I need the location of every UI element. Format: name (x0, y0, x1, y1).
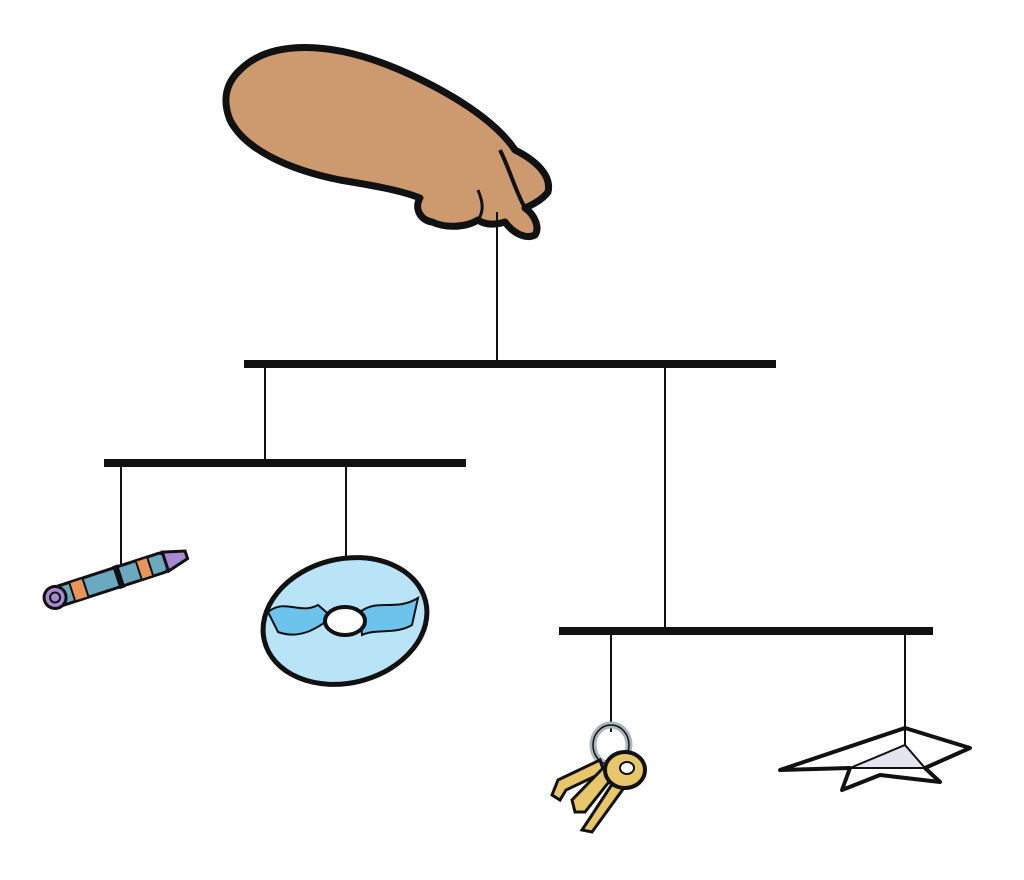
airplane-fold (849, 743, 928, 769)
crayon-icon (42, 549, 190, 610)
hand-shape (222, 44, 553, 240)
crayon-paper-roll (42, 584, 68, 610)
crayon-roll-spiral (49, 591, 62, 604)
crayon-band-right (134, 555, 155, 582)
keys-icon (550, 721, 647, 834)
crayon-string-ring (112, 564, 126, 590)
finger-crease (476, 189, 484, 221)
paper-airplane-icon (778, 726, 972, 792)
cd-icon (260, 555, 430, 687)
cd-reflection-right (358, 595, 420, 637)
mobile-strings (120, 212, 906, 742)
cd-reflection-left (266, 603, 334, 636)
key-hole (619, 761, 635, 775)
finger-line (498, 149, 527, 209)
crayon-band-left (67, 576, 90, 603)
hand-icon (222, 44, 553, 240)
cd-center-hole (323, 605, 367, 637)
mobile-bars (104, 360, 933, 635)
crayon-tip (160, 549, 190, 574)
